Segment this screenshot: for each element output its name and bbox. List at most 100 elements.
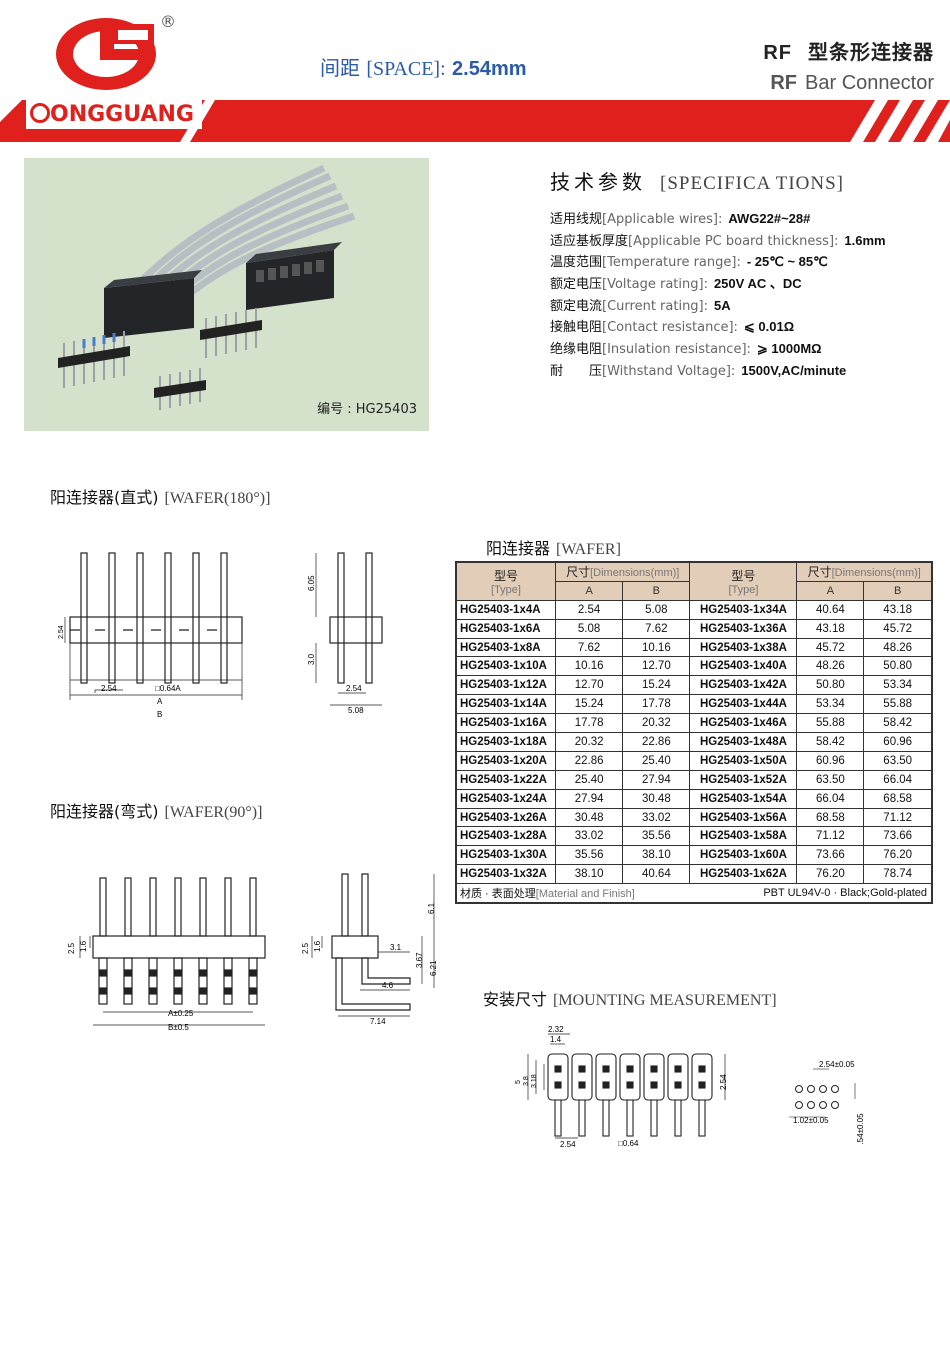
cell-b-left: 12.70 xyxy=(622,656,691,677)
cell-a-right: 43.18 xyxy=(796,618,865,639)
mount-contact xyxy=(578,1065,586,1073)
mount-contact xyxy=(650,1065,658,1073)
mount-contact xyxy=(626,1081,634,1089)
pin-bottom xyxy=(223,957,233,1005)
spec-label-en: [Insulation resistance]: xyxy=(602,342,751,358)
cell-type-right: HG25403-1x34A xyxy=(689,599,798,620)
cell-type-left: HG25403-1x22A xyxy=(455,769,556,790)
footer-en: [Material and Finish] xyxy=(535,888,635,901)
spec-value: ⩾ 1000MΩ xyxy=(756,341,822,357)
wafer-dimension-table: 型号[Type] 尺寸[Dimensions(mm)] 型号[Type] 尺寸[… xyxy=(455,561,933,905)
cell-type-left: HG25403-1x4A xyxy=(455,599,556,620)
pin-top xyxy=(99,877,107,937)
mount-housing xyxy=(643,1053,665,1101)
pin xyxy=(192,552,200,684)
footer-label: 材质 · 表面处理[Material and Finish] xyxy=(455,883,690,904)
cell-b-right: 71.12 xyxy=(863,807,933,828)
cell-type-right: HG25403-1x50A xyxy=(689,750,798,771)
spec-row: 适应基板厚度[Applicable PC board thickness]:1.… xyxy=(550,230,886,252)
spec-row: 接触电阻[Contact resistance]:⩽ 0.01Ω xyxy=(550,316,886,338)
cell-a-right: 45.72 xyxy=(796,637,865,658)
cell-type-right: HG25403-1x60A xyxy=(689,845,798,866)
straight-front-drawing: 2.54 □0.64A A B 2.54 xyxy=(58,552,243,719)
cell-b-right: 45.72 xyxy=(863,618,933,639)
title-cn-prefix: RF xyxy=(763,42,792,64)
header-dim-right: 尺寸[Dimensions(mm)] xyxy=(796,561,933,582)
mount-housing xyxy=(595,1053,617,1101)
specs-list: 适用线规[Applicable wires]:AWG22#~28#适应基板厚度[… xyxy=(550,208,886,382)
pin-bottom xyxy=(98,957,108,1005)
cell-type-left: HG25403-1x24A xyxy=(455,788,556,809)
dim-mount-8: □0.64 xyxy=(618,1139,639,1148)
cell-a-left: 2.54 xyxy=(554,599,624,620)
pin-top xyxy=(149,877,157,937)
dim-bent-side-7: 4.6 xyxy=(382,981,394,990)
spec-value: AWG22#~28# xyxy=(728,211,811,226)
pin-bottom xyxy=(123,957,133,1005)
header-dim-en-left: [Dimensions(mm)] xyxy=(590,567,680,580)
cell-a-left: 22.86 xyxy=(554,750,624,771)
cell-type-right: HG25403-1x56A xyxy=(689,807,798,828)
cell-a-right: 40.64 xyxy=(796,599,865,620)
mount-housing xyxy=(619,1053,641,1101)
straight-side-drawing: 6.05 3.0 2.54 5.08 xyxy=(307,552,383,715)
dim-mount-6: 2.54 xyxy=(719,1074,728,1090)
mount-hole xyxy=(807,1085,815,1093)
mount-pin xyxy=(578,1099,586,1137)
dim-bent-side-3: 1.6 xyxy=(313,940,322,952)
mount-hole xyxy=(831,1101,839,1109)
cell-b-left: 17.78 xyxy=(622,694,691,715)
mount-pin xyxy=(602,1099,610,1137)
cell-b-right: 58.42 xyxy=(863,713,933,734)
spec-label-cn: 接触电阻 xyxy=(550,320,603,336)
spec-value: 1500V,AC/minute xyxy=(741,362,847,378)
spec-label-en: [Applicable wires]: xyxy=(602,212,723,227)
wafer-heading-en: [WAFER] xyxy=(556,541,621,558)
dim-side-top: 6.05 xyxy=(307,575,316,591)
spec-label-en: [Contact resistance]: xyxy=(602,320,738,336)
cell-type-right: HG25403-1x42A xyxy=(689,675,798,696)
cell-b-right: 60.96 xyxy=(863,732,933,752)
cell-type-left: HG25403-1x18A xyxy=(455,732,556,752)
cell-a-left: 35.56 xyxy=(554,845,624,866)
registered-mark: ® xyxy=(160,12,176,31)
mount-housing xyxy=(571,1053,593,1101)
bent-front-drawing: A±0.25 B±0.5 2.5 1.6 xyxy=(67,877,266,1032)
header-type-cn-left: 型号 xyxy=(493,568,518,583)
mount-hole xyxy=(807,1101,815,1109)
cell-b-left: 22.86 xyxy=(622,732,691,752)
cell-type-right: HG25403-1x54A xyxy=(689,788,798,809)
cell-a-left: 20.32 xyxy=(554,732,624,752)
cell-type-right: HG25403-1x52A xyxy=(689,769,798,790)
cell-a-left: 30.48 xyxy=(554,807,624,828)
mount-hole xyxy=(795,1085,803,1093)
mount-contact xyxy=(698,1081,706,1089)
pin xyxy=(220,552,228,684)
cell-b-left: 25.40 xyxy=(622,750,691,771)
pin xyxy=(108,552,116,684)
pin xyxy=(164,552,172,684)
mount-heading-en: [MOUNTING MEASUREMENT] xyxy=(553,992,777,1009)
cell-type-right: HG25403-1x38A xyxy=(689,637,798,658)
header-a-left: A xyxy=(554,580,624,601)
cell-type-right: HG25403-1x62A xyxy=(689,864,798,885)
cell-a-left: 27.94 xyxy=(554,788,624,809)
dim-bent-side-1: 6.1 xyxy=(427,902,436,914)
spec-label-en: [Voltage rating]: xyxy=(602,277,708,293)
cell-b-right: 48.26 xyxy=(863,637,933,658)
dim-mount-2: 1.4 xyxy=(550,1035,562,1044)
cell-b-right: 73.66 xyxy=(863,826,933,847)
spec-row: 额定电流[Current rating]:5A xyxy=(550,295,886,317)
dim-mount-1: 2.32 xyxy=(548,1025,564,1034)
pin-bottom xyxy=(198,957,208,1005)
dim-b: B xyxy=(157,710,162,719)
cell-a-left: 7.62 xyxy=(554,637,624,658)
cell-b-left: 7.62 xyxy=(622,618,691,639)
dim-hole-pitch-x: 2.54±0.05 xyxy=(819,1060,855,1069)
cell-b-left: 38.10 xyxy=(622,845,691,866)
dim-side-bottom: 3.0 xyxy=(307,653,316,665)
cell-type-right: HG25403-1x40A xyxy=(689,656,798,677)
